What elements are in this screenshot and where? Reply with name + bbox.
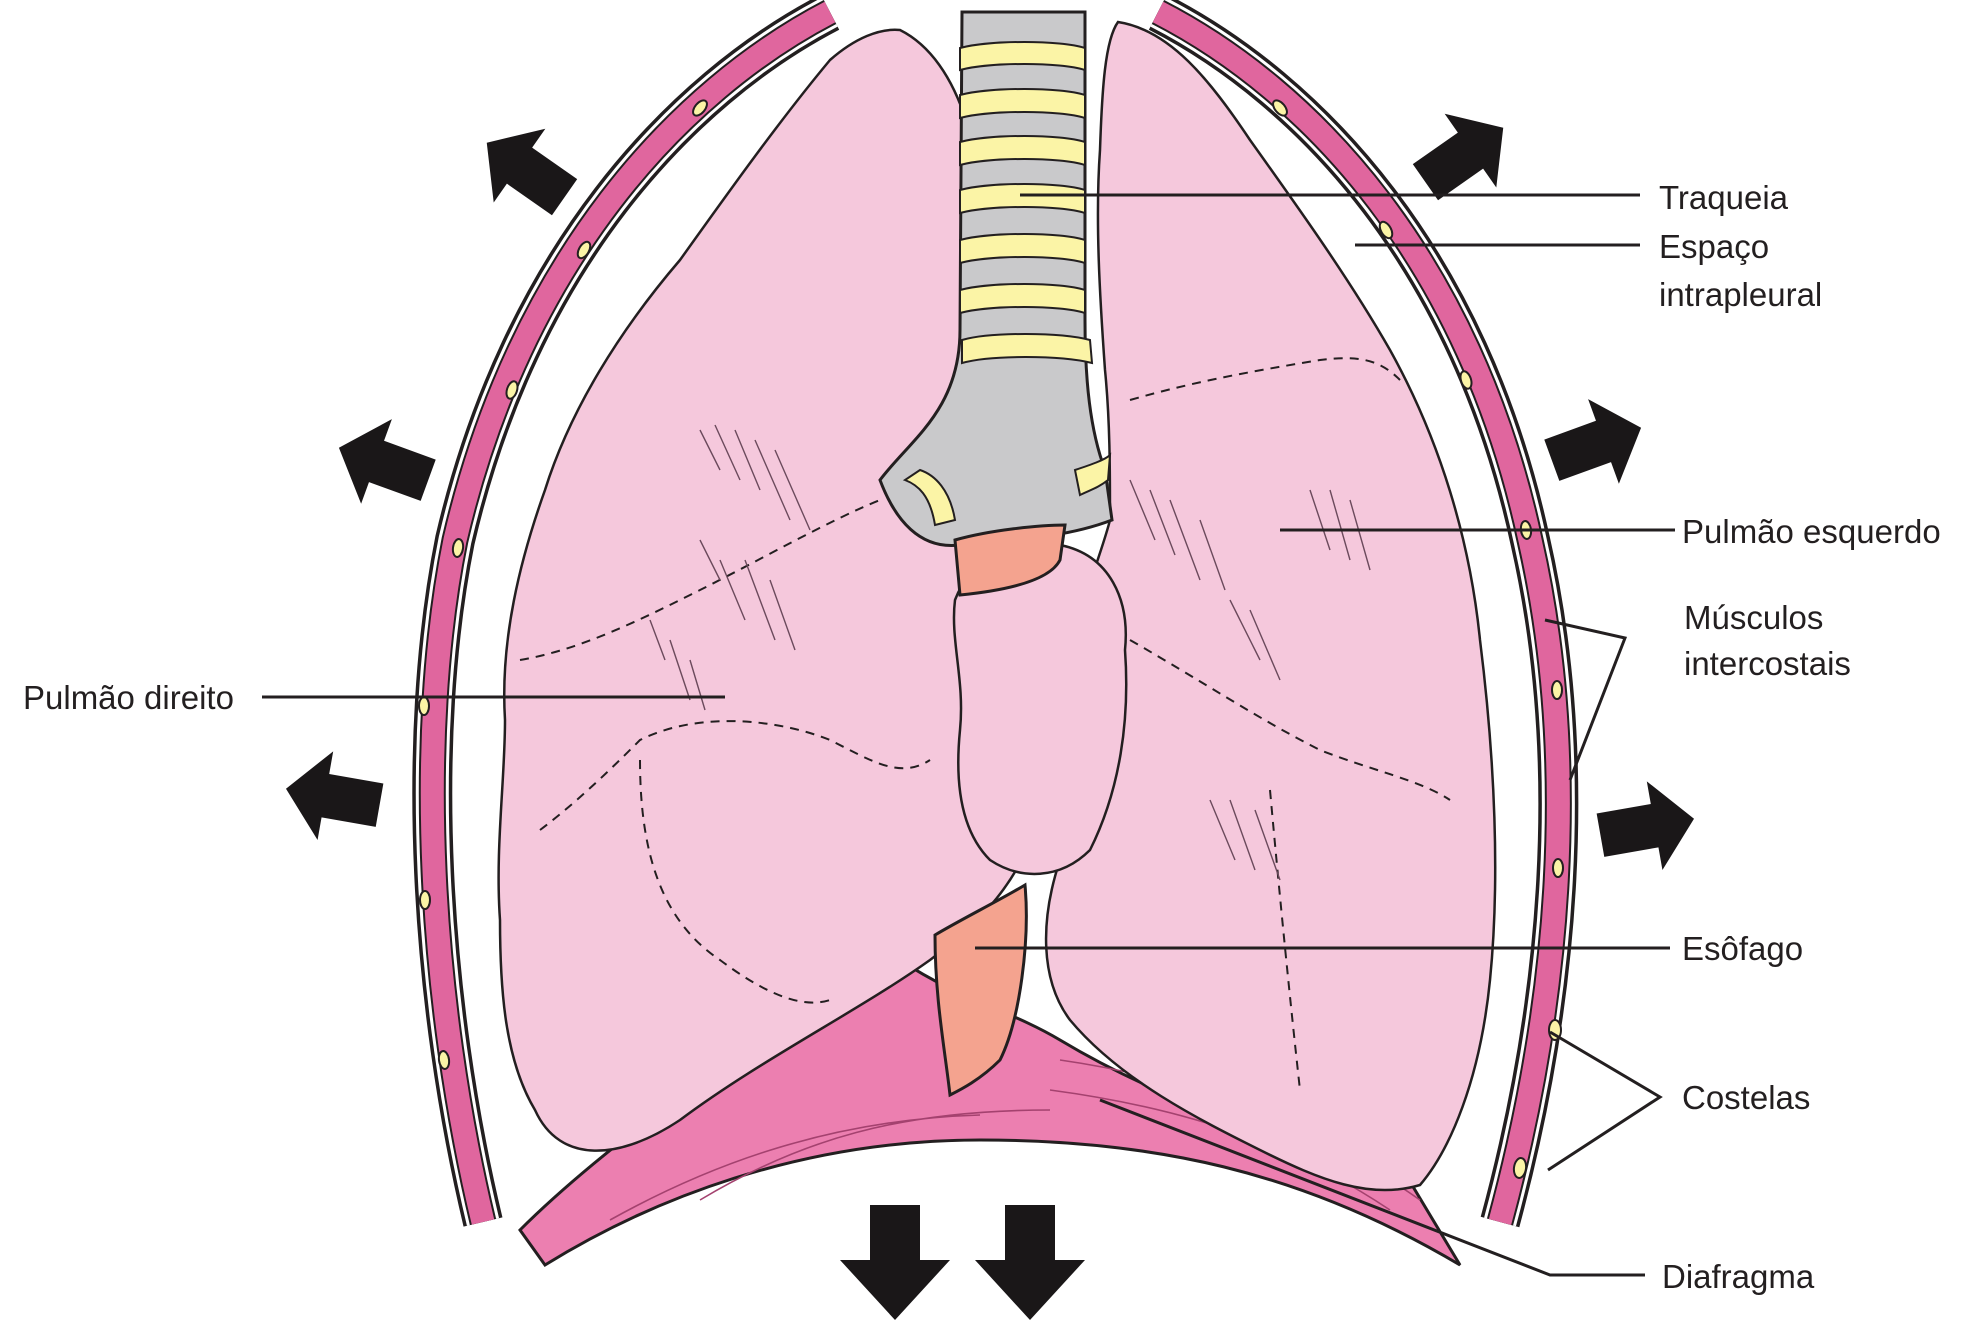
arrow-left-3 [278,744,387,849]
label-musculos-line2: intercostais [1684,645,1851,682]
arrow-right-1 [1400,91,1529,219]
arrow-right-3 [1593,774,1702,879]
label-costelas: Costelas [1682,1079,1810,1116]
label-diafragma: Diafragma [1662,1258,1815,1295]
arrow-down-1 [840,1205,950,1320]
label-esofago: Esôfago [1682,930,1803,967]
label-musculos-line1: Músculos [1684,599,1823,636]
arrow-left-2 [324,405,444,522]
label-pulmao-esquerdo: Pulmão esquerdo [1682,513,1941,550]
label-pulmao-direito: Pulmão direito [23,679,234,716]
arrow-left-1 [461,106,590,234]
arrow-right-2 [1536,385,1656,502]
arrow-down-2 [975,1205,1085,1320]
label-espaco-line1: Espaço [1659,228,1769,265]
label-espaco-line2: intrapleural [1659,276,1822,313]
label-traqueia: Traqueia [1659,179,1789,216]
